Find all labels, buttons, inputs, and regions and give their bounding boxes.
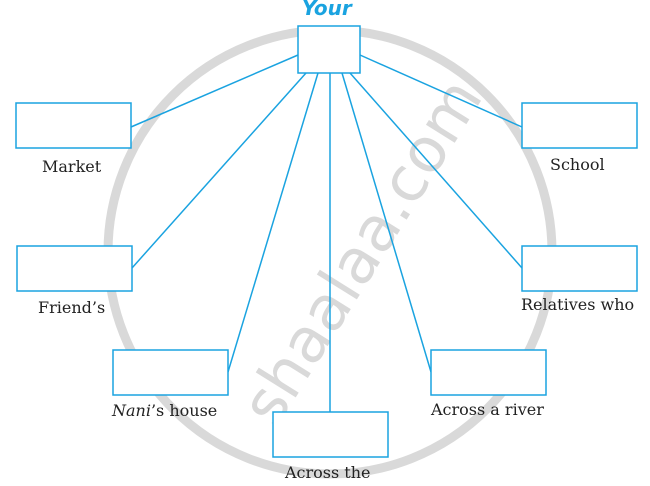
line-market: [130, 54, 299, 128]
label-relatives: Relatives who: [521, 295, 635, 314]
title: Your: [302, 0, 352, 20]
label-nani: Nani’s house: [112, 401, 217, 420]
relatives-box: [521, 245, 638, 292]
label-friends: Friend’s: [38, 298, 106, 317]
river-box: [430, 349, 547, 396]
label-market: Market: [42, 157, 102, 176]
label-school: School: [550, 155, 605, 174]
line-friends: [131, 72, 307, 269]
line-relatives: [349, 72, 523, 269]
label-across-the: Across the: [285, 463, 371, 482]
line-school: [359, 54, 523, 128]
friends-box: [16, 245, 133, 292]
line-river: [341, 72, 432, 373]
label-nani-rest: ’s house: [150, 401, 218, 420]
across-the-box: [272, 411, 389, 458]
label-nani-italic: Nani: [112, 401, 151, 420]
market-box: [15, 102, 132, 149]
label-river: Across a river: [431, 400, 544, 419]
school-box: [521, 102, 638, 149]
line-nani: [227, 72, 319, 373]
nani-box: [112, 349, 229, 396]
center-box: [297, 25, 361, 74]
